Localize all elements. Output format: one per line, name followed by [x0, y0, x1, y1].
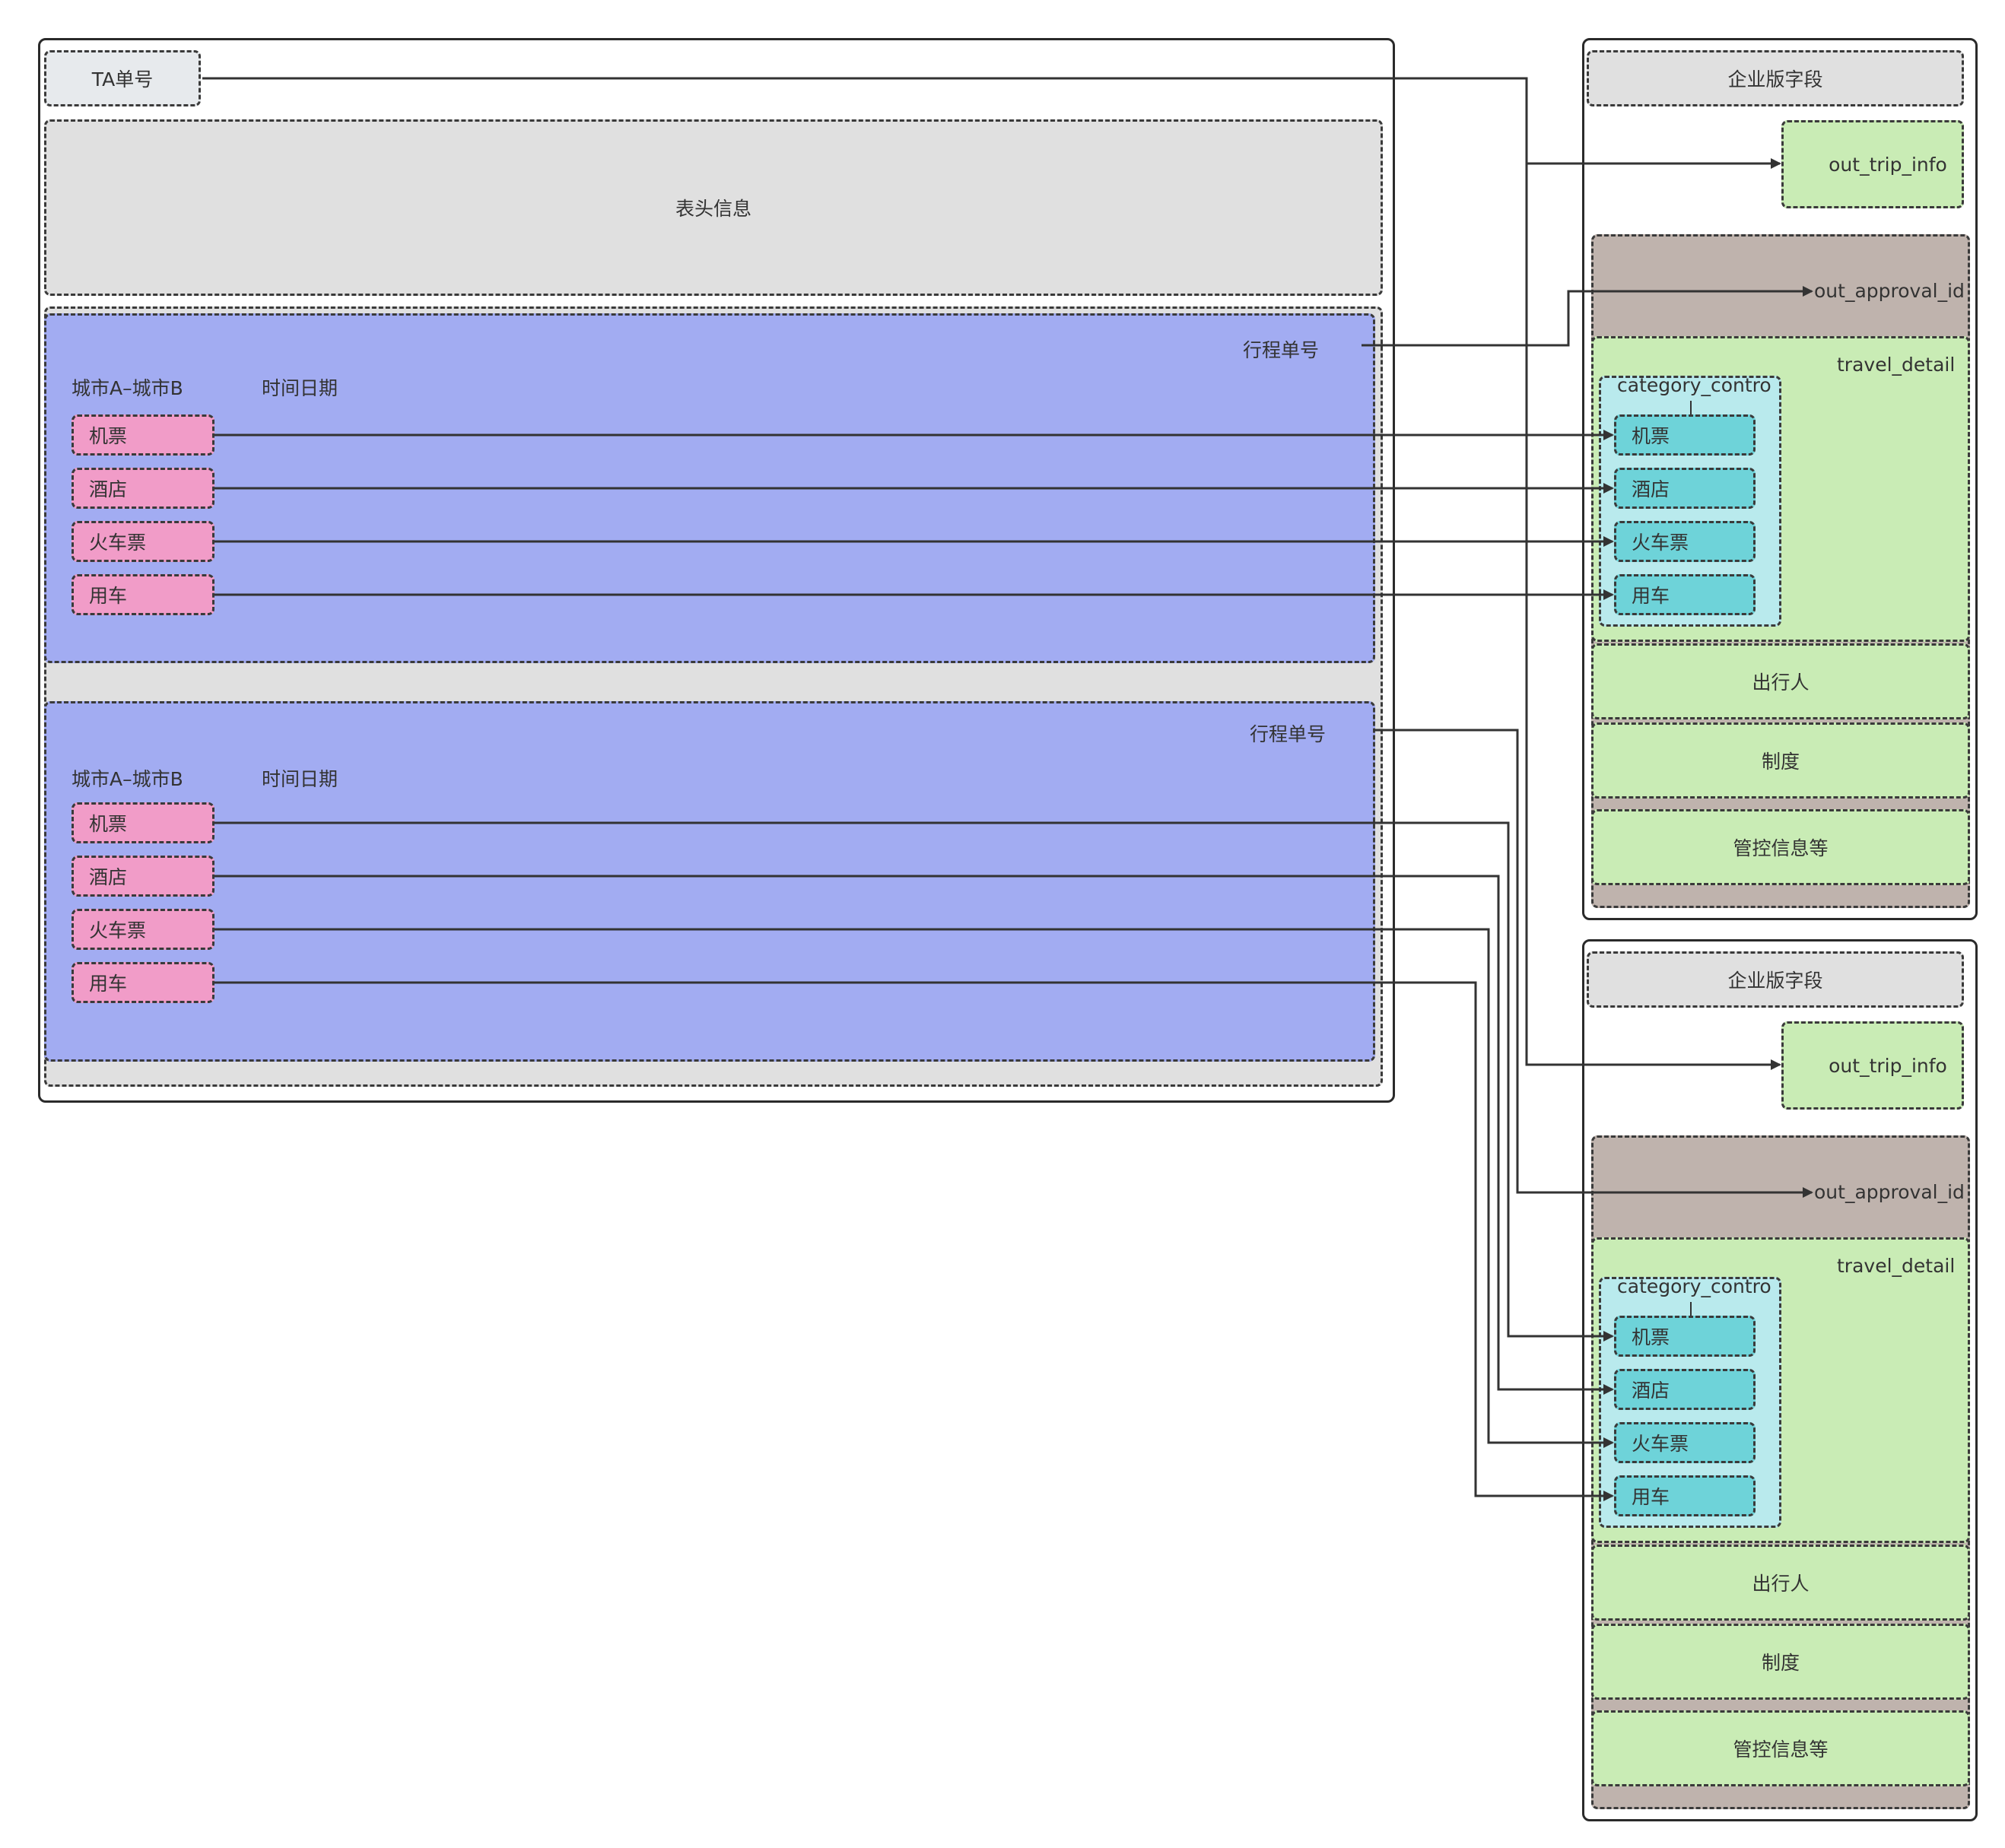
panel-1-hotel: 酒店: [1614, 468, 1756, 509]
panel-1-car-label: 用车: [1632, 585, 1670, 607]
panel-2-traveler-label: 出行人: [1752, 1573, 1810, 1595]
panel-2-enterprise-field-label: 企业版字段: [1727, 970, 1823, 992]
panel-1-enterprise-field-label: 企业版字段: [1727, 68, 1823, 90]
panel-1-out-approval-id: out_approval_id: [1814, 280, 1965, 302]
trip-1-car-label: 用车: [89, 585, 128, 607]
trip-2-flight: 机票: [71, 802, 214, 843]
link-trip1-to-approval-1: [1362, 286, 1813, 347]
trip-2-number: 行程单号: [1250, 723, 1327, 745]
trip-1-car: 用车: [71, 574, 214, 615]
panel-2-train: 火车票: [1614, 1422, 1756, 1463]
trip-2-flight-label: 机票: [89, 813, 128, 835]
panel-1-out-trip-info: out_trip_info: [1781, 120, 1964, 208]
panel-1-out-trip-info-label: out_trip_info: [1829, 153, 1947, 176]
panel-1-policy: 制度: [1591, 722, 1970, 799]
panel-2-category-control-label: category_contro: [1617, 1275, 1771, 1297]
ta-order-frame: [38, 38, 1395, 1103]
link-trip2-to-approval-2: [1374, 729, 1813, 1198]
panel-2-control-info-label: 管控信息等: [1733, 1738, 1829, 1761]
panel-2-car-label: 用车: [1632, 1486, 1670, 1508]
link-trip2-flight: [214, 821, 1614, 1342]
panel-1-category-control-label: category_contro: [1617, 374, 1771, 396]
trip-1-hotel: 酒店: [71, 468, 214, 509]
ta-order-number-label: TA单号: [91, 68, 154, 90]
trip-2-route: 城市A–城市B: [71, 768, 183, 790]
panel-1-policy-label: 制度: [1761, 751, 1800, 773]
panel-2-travel-detail-label: travel_detail: [1837, 1255, 1956, 1277]
panel-2-out-approval-id: out_approval_id: [1814, 1181, 1965, 1203]
panel-2-enterprise-field: 企业版字段: [1587, 951, 1964, 1008]
panel-2-flight-label: 机票: [1632, 1326, 1670, 1348]
header-info-block: 表头信息: [44, 119, 1383, 296]
link-ta-to-trip-info-1: [202, 77, 1781, 169]
panel-1-car: 用车: [1614, 574, 1756, 615]
panel-1-flight-label: 机票: [1632, 425, 1670, 447]
link-trip2-car: [214, 981, 1614, 1501]
panel-1-flight: 机票: [1614, 414, 1756, 456]
trip-1-train: 火车票: [71, 521, 214, 562]
trip-2-date: 时间日期: [262, 768, 338, 790]
trip-2-car-label: 用车: [89, 973, 128, 995]
panel-2-car: 用车: [1614, 1475, 1756, 1516]
trip-1-train-label: 火车票: [89, 532, 147, 554]
panel-2-hotel-label: 酒店: [1632, 1380, 1670, 1402]
panel-2-out-trip-info: out_trip_info: [1781, 1021, 1964, 1110]
trip-1-date: 时间日期: [262, 377, 338, 399]
panel-2-out-trip-info-label: out_trip_info: [1829, 1054, 1947, 1077]
trip-block-2: [44, 701, 1375, 1062]
enterprise-panel-2: [1582, 939, 1978, 1821]
link-trip2-train: [214, 928, 1614, 1448]
link-ta-to-trip-info-2: [1525, 164, 1781, 1070]
trip-1-route: 城市A–城市B: [71, 377, 183, 399]
panel-2-control-info: 管控信息等: [1591, 1710, 1970, 1786]
panel-1-traveler: 出行人: [1591, 643, 1970, 719]
panel-1-travel-detail-label: travel_detail: [1837, 354, 1956, 376]
trip-2-train-label: 火车票: [89, 919, 147, 941]
panel-1-train: 火车票: [1614, 521, 1756, 562]
trip-1-flight: 机票: [71, 414, 214, 456]
panel-1-hotel-label: 酒店: [1632, 478, 1670, 500]
panel-1-traveler-label: 出行人: [1752, 672, 1810, 694]
enterprise-panel-1: [1582, 38, 1978, 920]
panel-2-policy: 制度: [1591, 1624, 1970, 1700]
ta-order-number: TA单号: [44, 50, 201, 106]
header-info-label: 表头信息: [675, 198, 751, 220]
link-trip2-hotel: [214, 875, 1614, 1395]
panel-2-traveler: 出行人: [1591, 1545, 1970, 1621]
trip-2-hotel: 酒店: [71, 856, 214, 897]
panel-1-control-info: 管控信息等: [1591, 809, 1970, 885]
trip-1-hotel-label: 酒店: [89, 478, 128, 500]
panel-2-train-label: 火车票: [1632, 1433, 1689, 1455]
panel-2-flight: 机票: [1614, 1316, 1756, 1357]
panel-1-train-label: 火车票: [1632, 532, 1689, 554]
trip-2-hotel-label: 酒店: [89, 866, 128, 888]
panel-1-enterprise-field: 企业版字段: [1587, 50, 1964, 106]
panel-2-policy-label: 制度: [1761, 1652, 1800, 1674]
trip-2-car: 用车: [71, 962, 214, 1003]
panel-2-hotel: 酒店: [1614, 1369, 1756, 1410]
trip-2-train: 火车票: [71, 909, 214, 950]
trip-1-number: 行程单号: [1243, 339, 1320, 361]
panel-1-control-info-label: 管控信息等: [1733, 837, 1829, 859]
trip-1-flight-label: 机票: [89, 425, 128, 447]
